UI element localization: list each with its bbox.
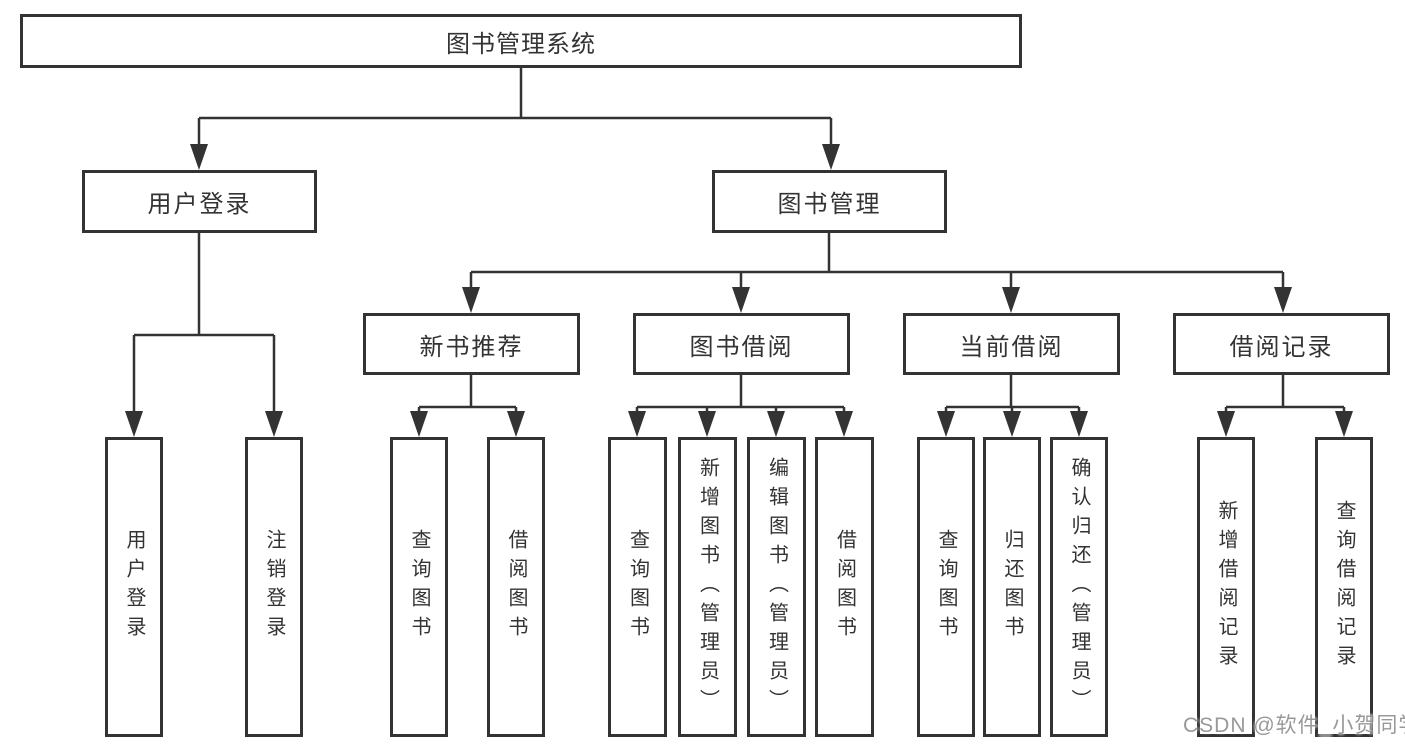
leaf-confirm-return-admin-label: 确认归还（管理员） <box>1068 456 1090 718</box>
node-current-borrow: 当前借阅 <box>903 313 1120 375</box>
connector-login-branch <box>132 233 276 415</box>
leaf-recommend-query-books: 查询图书 <box>390 437 448 737</box>
leaf-return-books: 归还图书 <box>983 437 1041 737</box>
leaf-borrow-query-books-label: 查询图书 <box>626 529 649 645</box>
leaf-edit-books-admin-label: 编辑图书（管理员） <box>765 456 788 718</box>
connector-group4 <box>1224 375 1346 419</box>
leaf-borrow-books: 借阅图书 <box>815 437 874 737</box>
leaf-logout-label: 注销登录 <box>263 529 285 645</box>
leaf-add-books-admin-label: 新增图书（管理员） <box>696 456 719 718</box>
node-book-management-label: 图书管理 <box>777 191 882 218</box>
leaf-add-borrow-record: 新增借阅记录 <box>1197 437 1255 737</box>
leaf-query-borrow-record-label: 查询借阅记录 <box>1333 500 1355 674</box>
leaf-recommend-query-books-label: 查询图书 <box>408 529 430 645</box>
node-new-book-recommend-label: 新书推荐 <box>419 333 524 361</box>
arrow-down-icons <box>125 144 1353 437</box>
connector-group1 <box>417 375 518 419</box>
csdn-watermark: CSDN @软件_小贺同学 <box>1183 714 1405 737</box>
leaf-current-query-books: 查询图书 <box>917 437 975 737</box>
leaf-edit-books-admin: 编辑图书（管理员） <box>747 437 806 737</box>
leaf-borrow-query-books: 查询图书 <box>608 437 667 737</box>
leaf-logout: 注销登录 <box>245 437 303 737</box>
leaf-user-login-label: 用户登录 <box>123 529 145 645</box>
leaf-recommend-borrow-books: 借阅图书 <box>487 437 545 737</box>
node-book-borrow-label: 图书借阅 <box>689 333 794 361</box>
leaf-current-query-books-label: 查询图书 <box>935 529 957 645</box>
node-borrow-records-label: 借阅记录 <box>1229 333 1334 361</box>
connector-root-to-level2 <box>197 68 833 150</box>
leaf-confirm-return-admin: 确认归还（管理员） <box>1050 437 1108 737</box>
node-borrow-records: 借阅记录 <box>1173 313 1390 375</box>
leaf-return-books-label: 归还图书 <box>1001 529 1023 645</box>
node-user-login-label: 用户登录 <box>147 191 252 218</box>
node-user-login: 用户登录 <box>82 170 317 233</box>
leaf-recommend-borrow-books-label: 借阅图书 <box>505 529 527 645</box>
node-root-system: 图书管理系统 <box>20 14 1022 68</box>
connector-group2 <box>635 375 846 419</box>
connector-mgmt-branch <box>469 233 1285 295</box>
node-root-label: 图书管理系统 <box>446 30 596 58</box>
leaf-add-books-admin: 新增图书（管理员） <box>678 437 737 737</box>
node-current-borrow-label: 当前借阅 <box>959 333 1064 361</box>
leaf-query-borrow-record: 查询借阅记录 <box>1315 437 1373 737</box>
leaf-user-login: 用户登录 <box>105 437 163 737</box>
node-new-book-recommend: 新书推荐 <box>363 313 580 375</box>
node-book-borrow: 图书借阅 <box>633 313 850 375</box>
node-book-management: 图书管理 <box>712 170 947 233</box>
leaf-borrow-books-label: 借阅图书 <box>833 529 856 645</box>
leaf-add-borrow-record-label: 新增借阅记录 <box>1215 500 1237 674</box>
